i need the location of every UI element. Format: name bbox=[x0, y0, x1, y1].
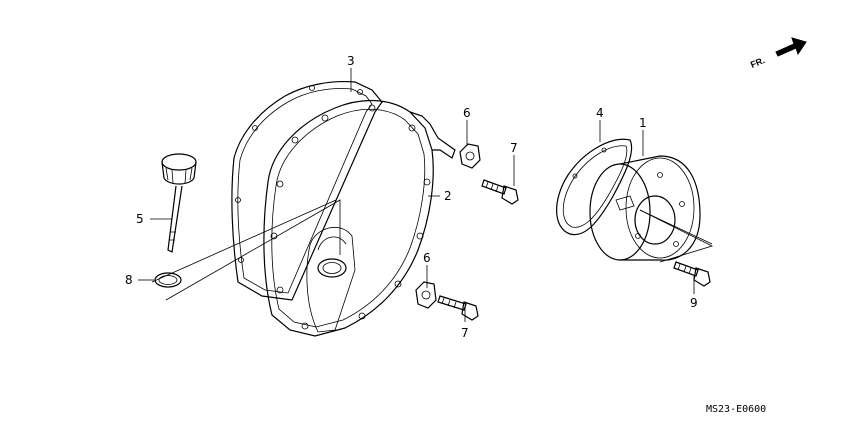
label-part-6-lower: 6 bbox=[423, 251, 431, 265]
label-part-9: 9 bbox=[690, 296, 698, 310]
front-direction-label: FR. bbox=[749, 55, 766, 70]
bolt-cover bbox=[673, 261, 711, 287]
front-direction-indicator: FR. bbox=[749, 37, 807, 70]
label-part-3: 3 bbox=[347, 54, 355, 68]
oil-filler-cap bbox=[161, 153, 197, 253]
label-part-6-upper: 6 bbox=[463, 106, 471, 120]
label-part-7-upper: 7 bbox=[510, 141, 518, 155]
callout-leaders bbox=[138, 68, 695, 322]
label-part-8: 8 bbox=[125, 273, 133, 287]
label-part-5: 5 bbox=[136, 212, 144, 226]
pulse-cover-gasket bbox=[556, 138, 633, 236]
label-part-1: 1 bbox=[639, 116, 647, 130]
diagram-code: MS23-E0600 bbox=[706, 404, 766, 415]
clamp-upper bbox=[459, 143, 481, 169]
pulse-generator-cover bbox=[589, 155, 701, 261]
label-part-4: 4 bbox=[596, 106, 604, 120]
bolt-upper bbox=[481, 179, 519, 205]
left-crankcase-cover bbox=[263, 100, 456, 337]
label-part-2: 2 bbox=[444, 189, 452, 203]
front-arrow-icon bbox=[775, 37, 807, 57]
bolt-lower bbox=[437, 295, 479, 321]
o-ring bbox=[154, 272, 182, 288]
label-part-7-lower: 7 bbox=[461, 326, 469, 340]
clamp-lower bbox=[415, 281, 437, 309]
assembly-guide-lines bbox=[151, 199, 714, 301]
